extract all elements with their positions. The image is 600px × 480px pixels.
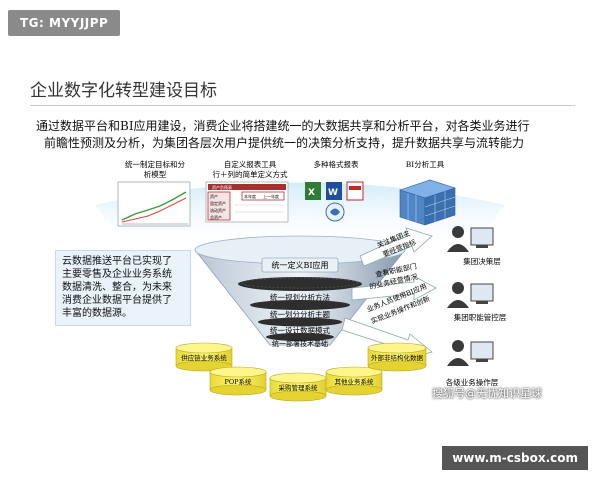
data-source-info-box: 云数据推送平台已实现了 主要零售及企业业务系统 数据清洗、整合，为未来 消费企业…	[55, 250, 191, 326]
tool-caption-1b: 析模型	[144, 169, 167, 179]
source-external-label: 外部非结构化数据	[371, 353, 424, 362]
slide-title: 企业数字化转型建设目标	[30, 81, 217, 101]
title-divider	[30, 105, 575, 106]
role-operations-label: 各级业务操作层	[446, 377, 499, 387]
report-doc-icon: 资产负债表 资产 固定资产 流动资产 总资产 本年度 上一年度	[205, 181, 289, 223]
source-other-label: 其他业务系统	[335, 377, 375, 386]
info-line-2: 主要零售及企业业务系统	[62, 269, 172, 280]
source-procurement-label: 采购管理系统	[279, 383, 319, 392]
tool-caption-3: 多种格式报表	[314, 159, 359, 169]
line-chart-icon	[117, 181, 191, 227]
info-line-4: 消费企业数据平台提供了	[62, 295, 172, 306]
funnel-layer-2-label: 统一规划分析方法	[270, 292, 330, 302]
info-line-3: 数据清洗、整合，为未来	[62, 282, 172, 293]
tool-caption-1: 统一制定目标和分	[125, 159, 185, 169]
site-url-watermark: www.m-csbox.com	[442, 446, 588, 470]
person-at-computer-icon	[447, 282, 494, 308]
olap-cube-icon	[399, 179, 456, 226]
funnel-layer-2-disc	[250, 300, 350, 310]
mini-report-l4: 总资产	[210, 214, 222, 220]
funnel-layer-5-label: 统一部署技术基础	[272, 339, 328, 348]
funnel-layer-1	[261, 257, 339, 273]
funnel-layer-4-label: 统一设计数据模式	[270, 325, 330, 335]
info-line-1: 云数据推送平台已实现了	[62, 256, 172, 267]
mini-report-l3: 流动资产	[210, 207, 226, 213]
report-format-icons: X W	[305, 181, 364, 222]
info-line-5: 丰富的数据源。	[62, 308, 132, 319]
mini-report-l2: 固定资产	[210, 200, 226, 206]
mini-report-l1: 资产	[210, 193, 218, 199]
tool-caption-2b: 行＋列的简单定义方式	[213, 169, 288, 179]
database-cylinder-procurement: 采购管理系统	[269, 372, 327, 402]
sohu-watermark: 搜狐号@无忧知识星球	[432, 387, 542, 400]
role-decision-label: 集团决策层	[463, 256, 501, 266]
database-cylinder-external: 外部非结构化数据	[367, 342, 427, 372]
person-at-computer-icon	[447, 340, 494, 366]
svg-text:X: X	[308, 188, 315, 198]
mini-report-r1: 本年度	[244, 193, 256, 199]
funnel-layer-4-disc	[266, 333, 334, 341]
funnel-layer-1-label: 统一定义BI应用	[271, 260, 328, 270]
svg-text:W: W	[328, 188, 338, 198]
tool-caption-2: 自定义报表工具	[224, 159, 277, 169]
database-cylinder-other: 其他业务系统	[325, 366, 383, 396]
database-cylinder-supply: 供应链业务系统	[175, 342, 233, 372]
intro-line-2: 前瞻性预测及分析，为集团各层次用户提供统一的决策分析支持，提升数据共享与流转能力	[44, 136, 525, 150]
tool-caption-4: BI分析工具	[406, 159, 445, 169]
watermark-badge: TG: MYYJJPP	[8, 10, 121, 36]
mini-report-r2: 上一年度	[263, 193, 279, 199]
role-management-label: 集团职能管控层	[454, 312, 507, 322]
funnel-dark-disc	[238, 277, 362, 291]
funnel-layer-3-label: 统一划分分析主题	[270, 309, 330, 319]
intro-line-1: 通过数据平台和BI应用建设，消费企业将搭建统一的大数据共享和分析平台，对各类业务…	[36, 119, 530, 133]
mini-report-header: 资产负债表	[212, 184, 232, 190]
funnel-layer-3-disc	[258, 317, 342, 327]
source-supply-label: 供应链业务系统	[181, 353, 227, 362]
source-pop-label: POP系统	[224, 377, 252, 386]
person-at-computer-icon	[447, 226, 494, 252]
database-cylinder-pop: POP系统	[209, 366, 267, 396]
intro-paragraph: 通过数据平台和BI应用建设，消费企业将搭建统一的大数据共享和分析平台，对各类业务…	[36, 118, 571, 152]
